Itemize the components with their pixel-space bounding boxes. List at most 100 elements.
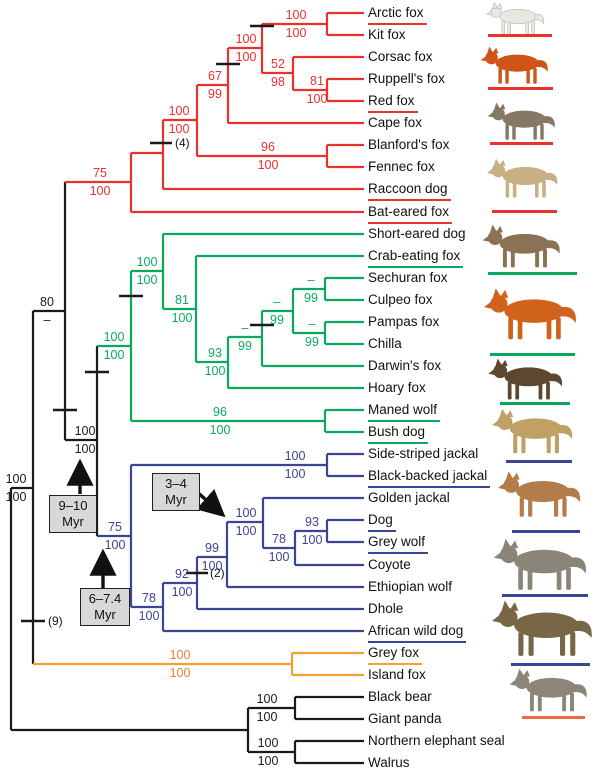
grey-wolf-underline <box>502 594 588 597</box>
maned-wolf-underline <box>490 353 575 356</box>
taxon-pampas-fox: Pampas fox <box>368 314 440 329</box>
black-backed-jackal-illustration <box>492 408 573 454</box>
grey-fox-illustration <box>509 668 587 712</box>
blue-clade-branches <box>97 452 364 633</box>
taxon-sechuran-fox: Sechuran fox <box>368 270 448 285</box>
support-fox-like-ancestor: 80– <box>40 295 54 327</box>
arctic-fox-illustration <box>486 2 545 35</box>
taxon-cape-fox: Cape fox <box>368 115 423 130</box>
taxon-coyote: Coyote <box>368 557 411 572</box>
red-clade-branches <box>65 11 364 214</box>
grey-wolf-illustration <box>493 538 587 590</box>
taxon-grey-wolf: Grey wolf <box>368 533 429 554</box>
tick-count-2: (2) <box>210 566 225 580</box>
taxon-golden-jackal: Golden jackal <box>368 490 450 505</box>
taxon-crab-eating-fox: Crab-eating fox <box>368 247 464 268</box>
annotation-3-4-myr: 3–4 Myr <box>152 473 200 511</box>
african-wild-dog-illustration <box>492 600 592 656</box>
raccoon-dog-underline <box>490 142 553 145</box>
annotation-6-7.4-myr-unit: Myr <box>94 607 116 622</box>
tick-count-9: (9) <box>48 614 63 628</box>
taxon-raccoon-dog: Raccoon dog <box>368 180 451 201</box>
taxon-northern-elephant-seal: Northern elephant seal <box>368 733 505 748</box>
dog-boxer-illustration <box>498 471 581 517</box>
crab-eating-fox-illustration <box>482 224 560 268</box>
taxon-black-backed-jackal: Black-backed jackal <box>368 467 491 488</box>
african-wild-dog-underline <box>511 663 590 666</box>
taxon-ruppells-fox: Ruppell's fox <box>368 71 445 86</box>
annotation-3-4-myr-value: 3–4 <box>165 476 187 491</box>
taxon-chilla: Chilla <box>368 336 402 351</box>
taxon-corsac-fox: Corsac fox <box>368 49 433 64</box>
backbone-and-outgroup-branches <box>9 182 364 765</box>
taxon-dog: Dog <box>368 511 396 532</box>
taxon-fennec-fox: Fennec fox <box>368 159 435 174</box>
grey-fox-underline <box>522 716 585 719</box>
annotation-9-10-myr: 9–10 Myr <box>49 495 97 533</box>
taxon-bush-dog: Bush dog <box>368 423 429 444</box>
black-backed-jackal-underline <box>506 460 572 463</box>
annotation-3-4-myr-unit: Myr <box>165 492 187 507</box>
taxon-darwins-fox: Darwin's fox <box>368 358 442 373</box>
taxon-side-striped-jackal: Side-striped jackal <box>368 446 479 461</box>
annotation-9-10-myr-value: 9–10 <box>58 498 88 513</box>
taxon-island-fox: Island fox <box>368 667 426 682</box>
taxon-blanfords-fox: Blanford's fox <box>368 137 450 152</box>
bat-eared-fox-underline <box>492 210 557 213</box>
taxon-ethiopian-wolf: Ethiopian wolf <box>368 579 453 594</box>
taxon-giant-panda: Giant panda <box>368 711 442 726</box>
annotation-6-7.4-myr: 6–7.4 Myr <box>80 588 130 626</box>
red-fox-illustration <box>480 46 548 84</box>
red-fox-underline <box>488 87 553 90</box>
dog-boxer-underline <box>512 530 580 533</box>
divergence-arrows <box>66 458 226 588</box>
taxon-grey-fox: Grey fox <box>368 644 423 665</box>
annotation-6-7.4-myr-value: 6–7.4 <box>88 591 122 606</box>
arctic-fox-underline <box>488 34 552 37</box>
support-darwins-group: –99 <box>238 321 252 353</box>
bush-dog-illustration <box>488 358 563 400</box>
green-clade-branches <box>97 232 364 434</box>
animal-illustrations <box>480 2 592 712</box>
taxon-african-wild-dog: African wild dog <box>368 622 467 643</box>
taxon-hoary-fox: Hoary fox <box>368 380 426 395</box>
support-four-fox-group: –99 <box>270 295 284 327</box>
taxon-black-bear: Black bear <box>368 689 432 704</box>
taxon-bat-eared-fox: Bat-eared fox <box>368 203 453 224</box>
raccoon-dog-illustration <box>487 102 555 140</box>
taxon-red-fox: Red fox <box>368 92 418 113</box>
bat-eared-fox-illustration <box>487 158 558 198</box>
bush-dog-underline <box>500 402 570 405</box>
taxon-culpeo-fox: Culpeo fox <box>368 292 433 307</box>
crab-eating-fox-underline <box>488 272 577 275</box>
taxon-maned-wolf: Maned wolf <box>368 401 441 422</box>
support-sechuran-culpeo: –99 <box>304 273 318 305</box>
orange-clade-branches <box>33 651 364 677</box>
